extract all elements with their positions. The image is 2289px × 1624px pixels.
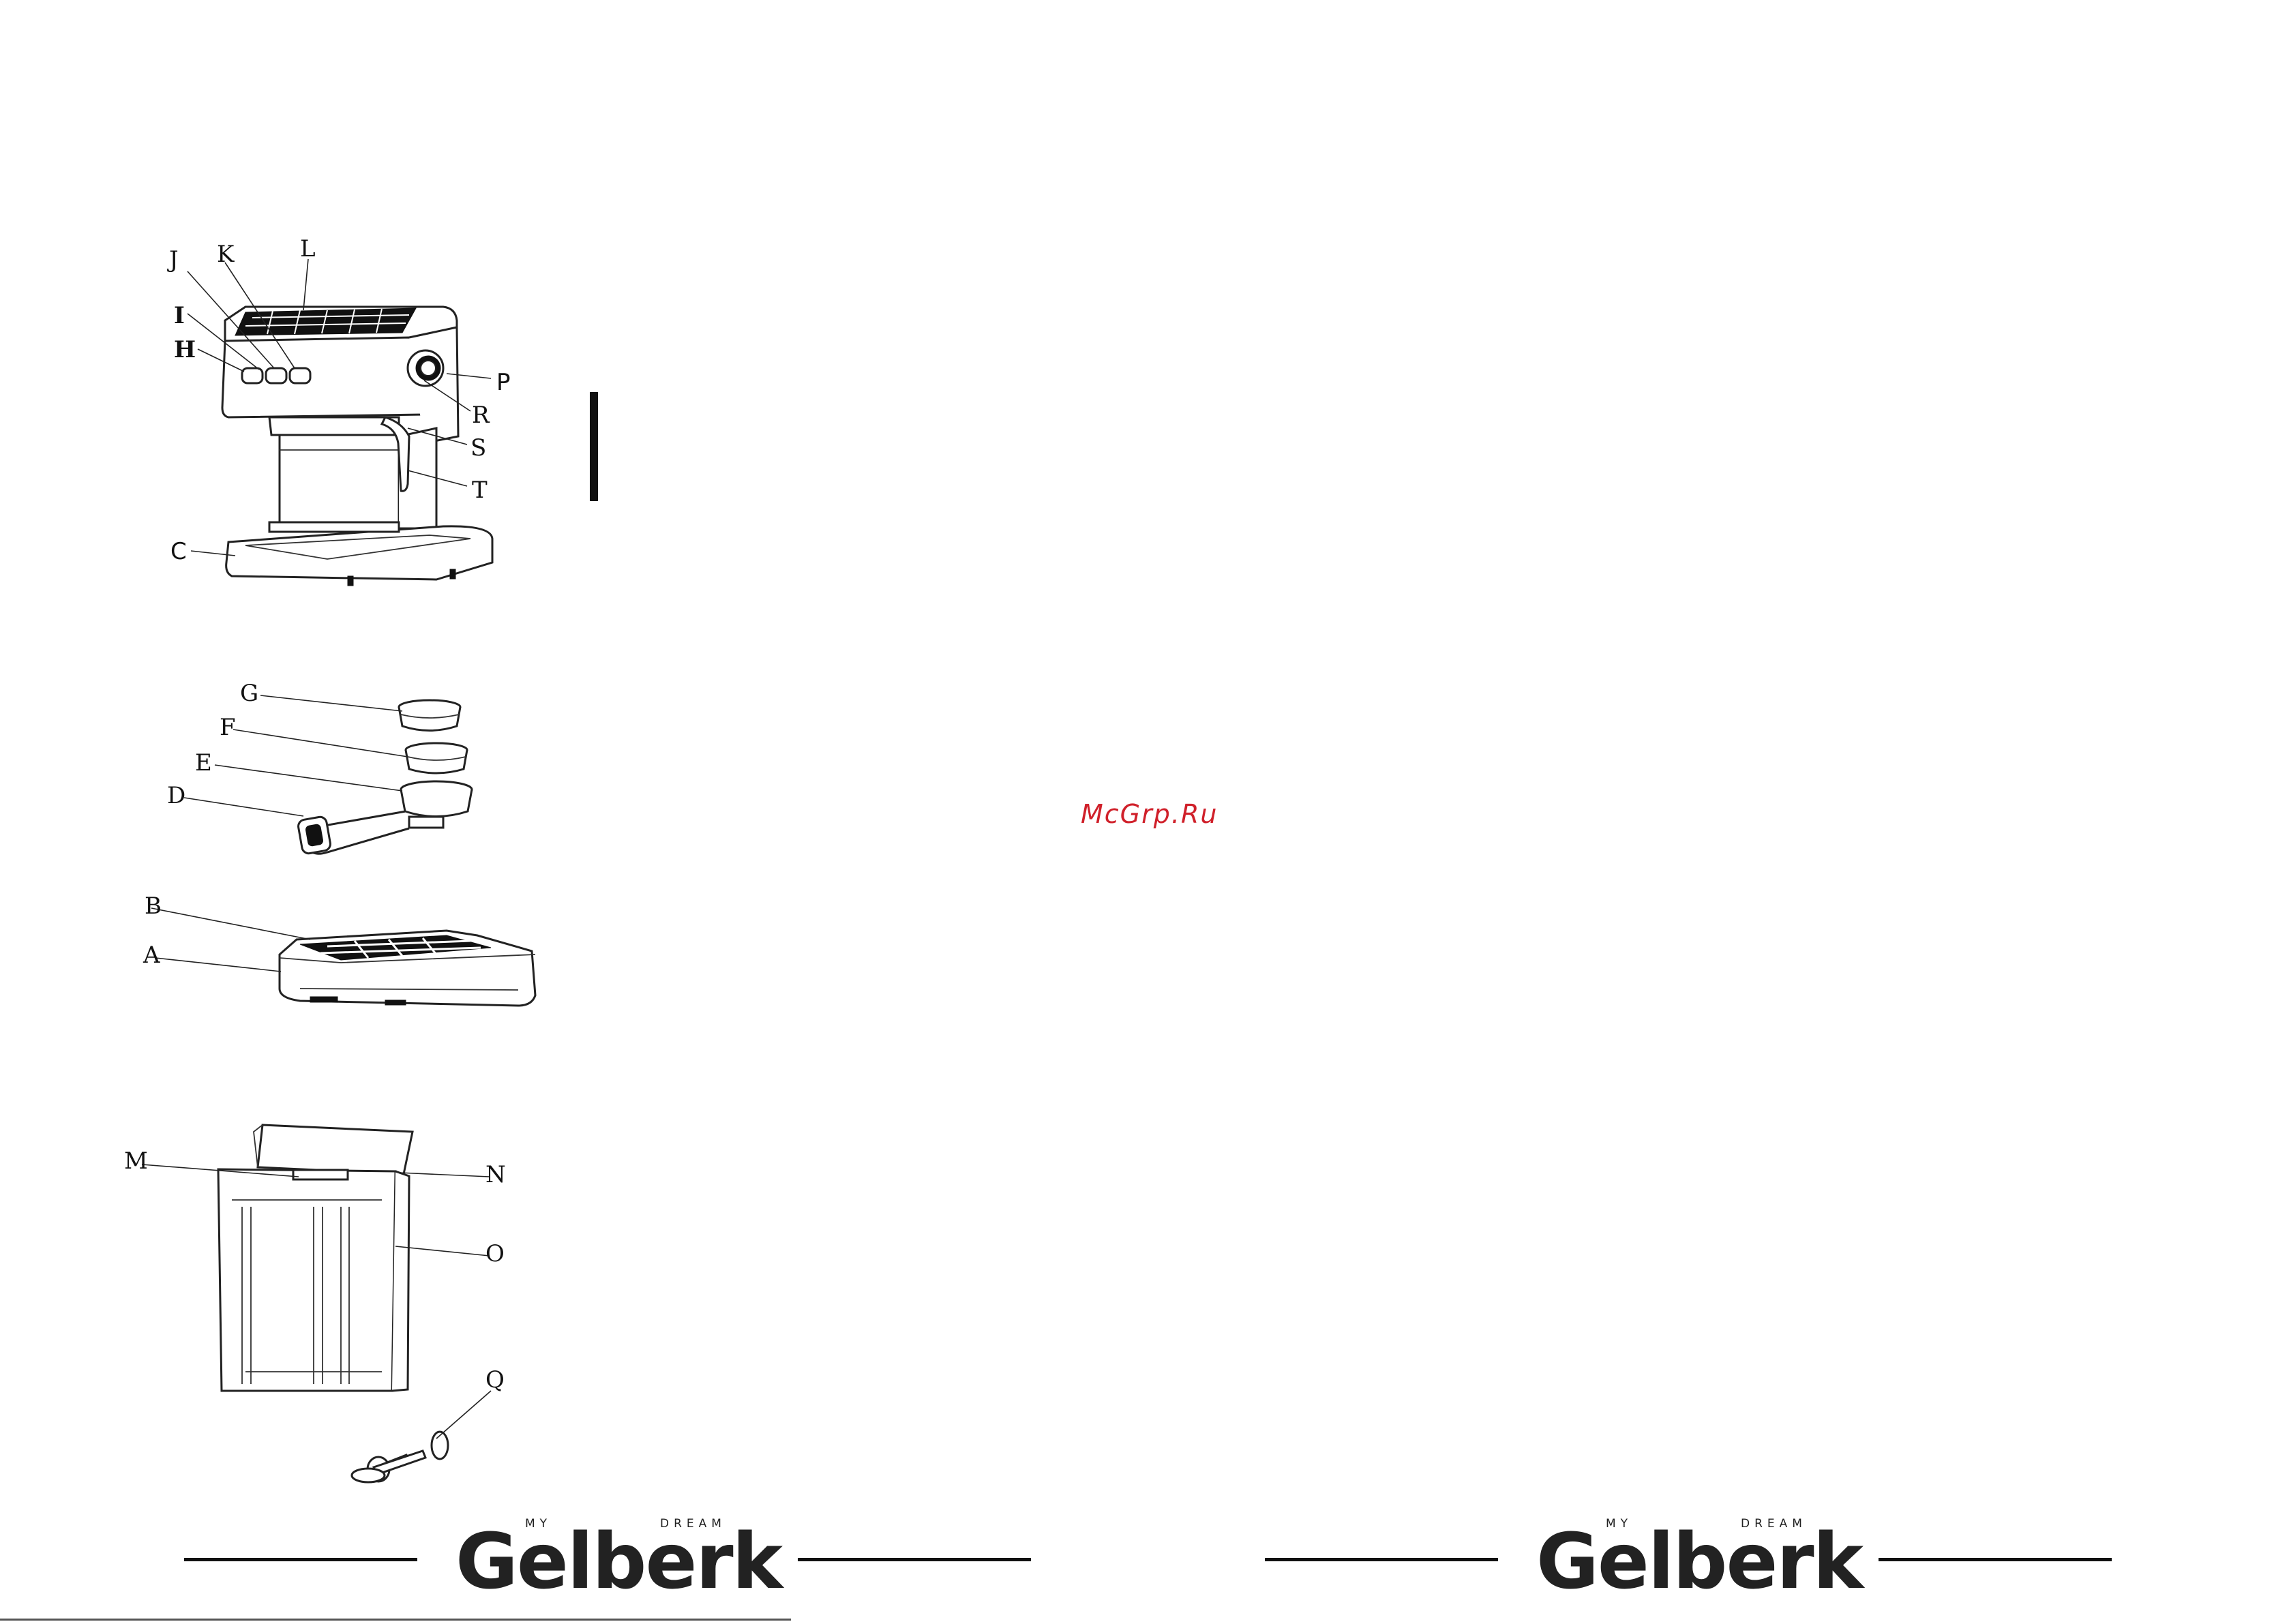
footer-logo-right: MY DREAM Gelberk — [1265, 1517, 2151, 1606]
label-q: Q — [485, 1366, 505, 1394]
label-r: R — [472, 402, 490, 429]
vertical-bar — [590, 392, 598, 501]
footer-logo-left: MY DREAM Gelberk — [184, 1517, 1071, 1606]
watermark: McGrp.Ru — [1081, 799, 1218, 829]
label-k: K — [217, 241, 235, 268]
label-f: F — [220, 714, 236, 741]
footer-rule-left — [1265, 1558, 1498, 1561]
label-m: M — [124, 1147, 148, 1175]
label-s: S — [470, 434, 486, 462]
portafilter-illustration — [297, 700, 472, 854]
label-j: J — [167, 246, 179, 273]
label-e: E — [195, 749, 212, 777]
label-i: I — [174, 302, 185, 329]
label-d: D — [167, 782, 185, 809]
portafilter-leader-lines — [184, 695, 408, 816]
label-l: L — [300, 235, 316, 262]
label-b: B — [145, 892, 162, 920]
water-tank-illustration — [218, 1125, 448, 1482]
label-n: N — [485, 1161, 506, 1188]
drip-tray-labels: B A — [143, 892, 162, 969]
label-t: T — [472, 477, 488, 504]
label-h: H — [174, 336, 196, 363]
label-g: G — [240, 680, 258, 707]
bottom-edge-line — [0, 1619, 791, 1621]
footer-rule-right — [1879, 1558, 2112, 1561]
brand-name: Gelberk — [1536, 1524, 1862, 1600]
parts-diagram: J K L I H P R S T C — [0, 0, 614, 1534]
coffee-machine-illustration — [222, 307, 492, 586]
label-c: C — [170, 538, 187, 565]
portafilter-labels: G F E D — [167, 680, 258, 809]
footer-rule-right — [798, 1558, 1031, 1561]
label-o: O — [485, 1240, 505, 1267]
label-a: A — [143, 942, 160, 969]
footer-rule-left — [184, 1558, 417, 1561]
drip-tray-illustration — [280, 931, 535, 1006]
brand-name: Gelberk — [455, 1524, 781, 1600]
label-p: P — [496, 369, 511, 396]
